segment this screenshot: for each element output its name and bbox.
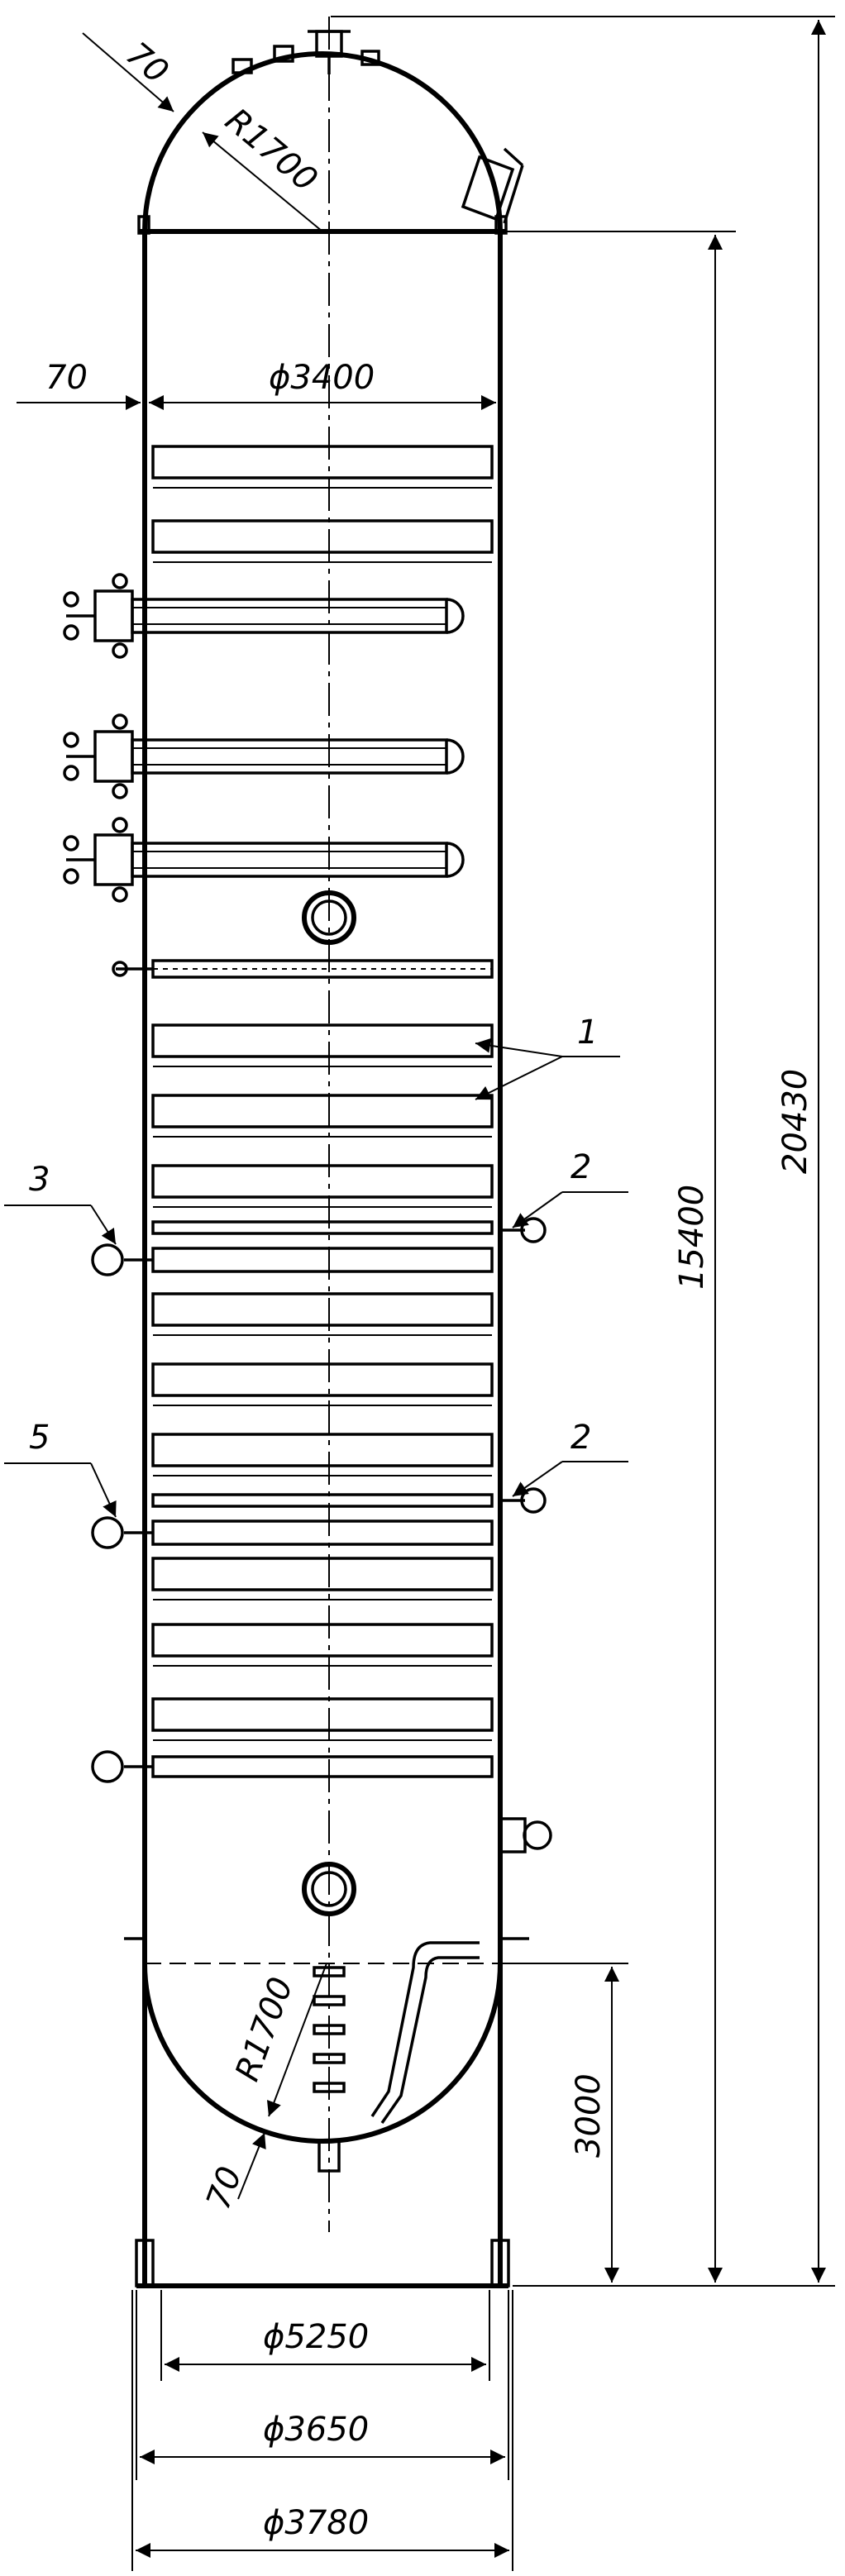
callout-label-2-lower: 2 xyxy=(570,1419,591,1457)
tray xyxy=(151,1623,494,1667)
dim-height-shell: 15400 xyxy=(673,1185,711,1290)
tray xyxy=(151,519,494,563)
callout-2-upper: 2 xyxy=(512,1148,628,1228)
tray xyxy=(151,1094,494,1138)
dim-3650: ϕ3650 xyxy=(263,2411,369,2449)
spray-header xyxy=(91,1493,494,1549)
callout-3: 3 xyxy=(4,1161,117,1245)
callout-label-2-upper: 2 xyxy=(570,1148,591,1186)
tray xyxy=(151,1292,494,1336)
shell-diameter-dim: 70 ϕ3400 xyxy=(17,359,496,410)
support-skirt xyxy=(135,2239,510,2288)
tray xyxy=(151,1433,494,1476)
distributor-grid xyxy=(112,959,494,979)
callout-label-3: 3 xyxy=(29,1161,50,1199)
valve-right-bottom xyxy=(499,1817,552,1853)
callout-1: 1 xyxy=(475,1014,620,1100)
callout-2-lower: 2 xyxy=(512,1419,628,1497)
tray-stack xyxy=(151,445,494,1741)
manway-upper xyxy=(302,890,356,945)
dim-height-overall: 20430 xyxy=(776,1069,814,1174)
callout-5: 5 xyxy=(4,1419,117,1518)
bottom-head xyxy=(124,1937,529,2173)
tray xyxy=(151,1557,494,1600)
dim-shell-diameter: ϕ3400 xyxy=(269,359,375,397)
vertical-dimensions: 20430 15400 3000 xyxy=(331,16,835,2287)
callout-label-1: 1 xyxy=(577,1014,598,1052)
tube-bundle xyxy=(63,817,465,903)
tray xyxy=(151,1697,494,1741)
top-head xyxy=(137,30,524,235)
dim-70-offset: 70 xyxy=(45,359,88,397)
dim-70-top: 70 xyxy=(119,35,176,91)
tray xyxy=(151,445,494,489)
shell xyxy=(142,17,503,2286)
valve-right-lower xyxy=(500,1487,547,1514)
dim-radius-bottom: R1700 xyxy=(228,1973,301,2087)
callout-label-5: 5 xyxy=(29,1419,50,1457)
tray xyxy=(151,1362,494,1406)
top-dimensions: 70 R1700 xyxy=(82,32,325,232)
base-dimensions: ϕ5250 ϕ3650 ϕ3780 xyxy=(131,2290,513,2571)
dim-radius-top: R1700 xyxy=(218,101,325,199)
tray xyxy=(151,1023,494,1067)
dim-3780: ϕ3780 xyxy=(263,2504,369,2542)
dim-bottom-head-height: 3000 xyxy=(570,2073,608,2158)
bottom-head-dims: R1700 70 xyxy=(199,1963,327,2214)
tube-bundle xyxy=(63,573,465,659)
manway-lower xyxy=(302,1862,356,1916)
spray-header xyxy=(91,1750,494,1783)
dim-70-bottom: 70 xyxy=(199,2162,250,2215)
tube-bundle xyxy=(63,713,465,799)
spray-header xyxy=(91,1220,494,1276)
dim-5250: ϕ5250 xyxy=(263,2318,369,2356)
valve-right-upper xyxy=(500,1217,547,1243)
tray xyxy=(151,1164,494,1208)
